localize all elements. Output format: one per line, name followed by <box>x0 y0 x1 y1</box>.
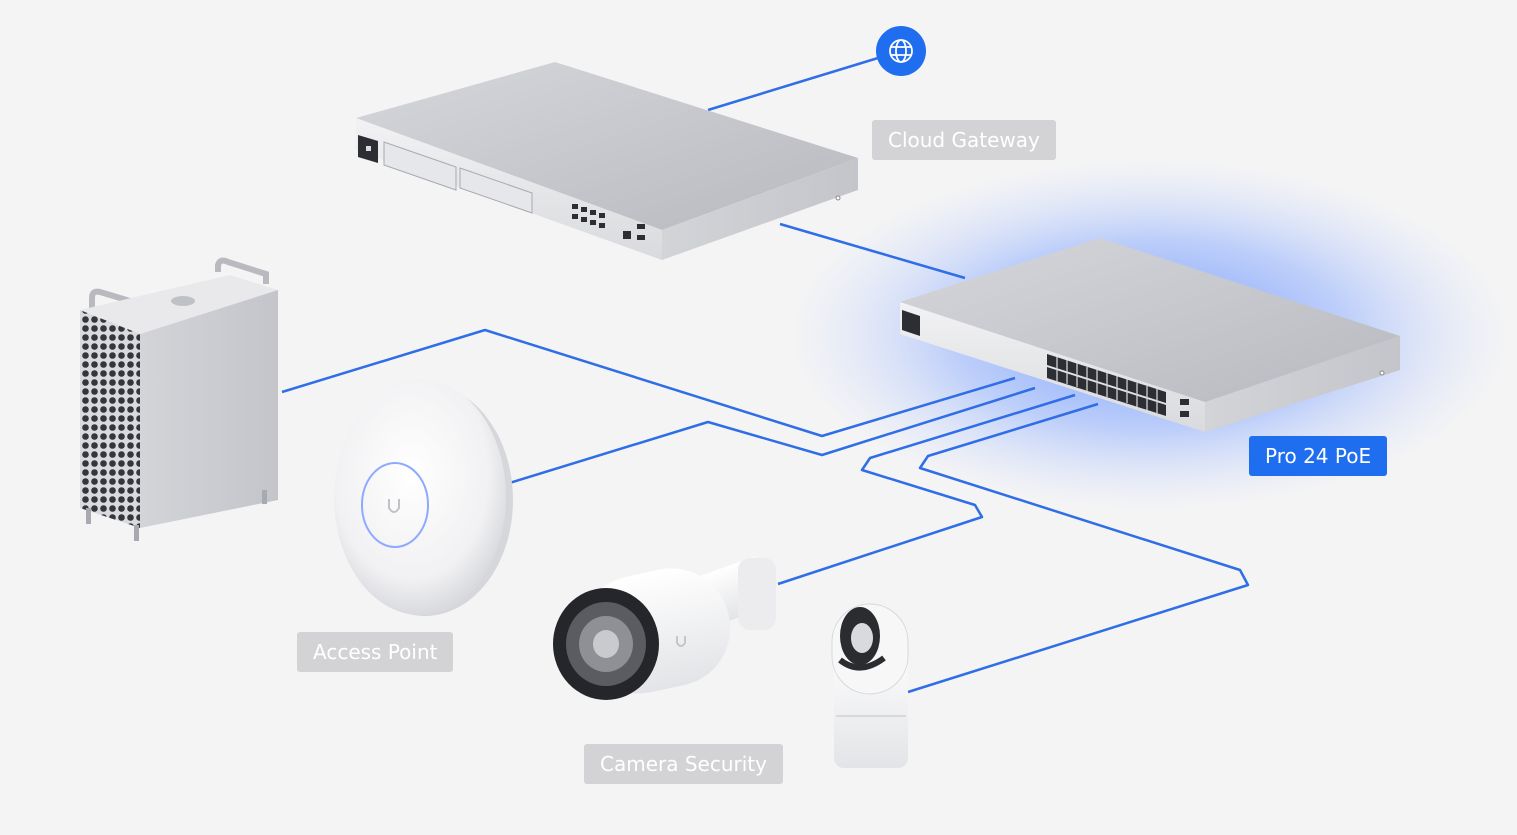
internet-node[interactable] <box>876 26 926 76</box>
gateway-ethernet-ports <box>572 204 645 240</box>
access-point-device[interactable] <box>334 379 513 616</box>
flex-camera-device[interactable] <box>831 603 909 768</box>
ubiquiti-u-logo-icon <box>388 499 400 513</box>
network-cables <box>281 56 1250 694</box>
cable-switch-to-access-point <box>505 386 1036 486</box>
bullet-camera-device[interactable] <box>553 555 777 705</box>
camera-security-label[interactable]: Camera Security <box>584 744 783 784</box>
pro24-switch-device[interactable] <box>900 238 1400 432</box>
pro24-label[interactable]: Pro 24 PoE <box>1249 436 1388 476</box>
cable-switch-to-bullet-camera <box>777 393 1076 586</box>
workstation-tower-device[interactable] <box>80 257 278 541</box>
access-point-label[interactable]: Access Point <box>297 632 454 672</box>
camera-logo-icon <box>676 636 686 647</box>
cable-internet-to-gateway <box>707 56 879 112</box>
switch-port-dividers <box>1056 357 1158 413</box>
cloud-gateway-label[interactable]: Cloud Gateway <box>872 120 1056 160</box>
cable-switch-to-dome-camera <box>907 402 1250 694</box>
globe-icon <box>889 39 913 63</box>
cable-switch-to-workstation <box>281 328 1016 438</box>
cable-gateway-to-switch <box>779 222 966 280</box>
cloud-gateway-device[interactable] <box>356 62 858 260</box>
